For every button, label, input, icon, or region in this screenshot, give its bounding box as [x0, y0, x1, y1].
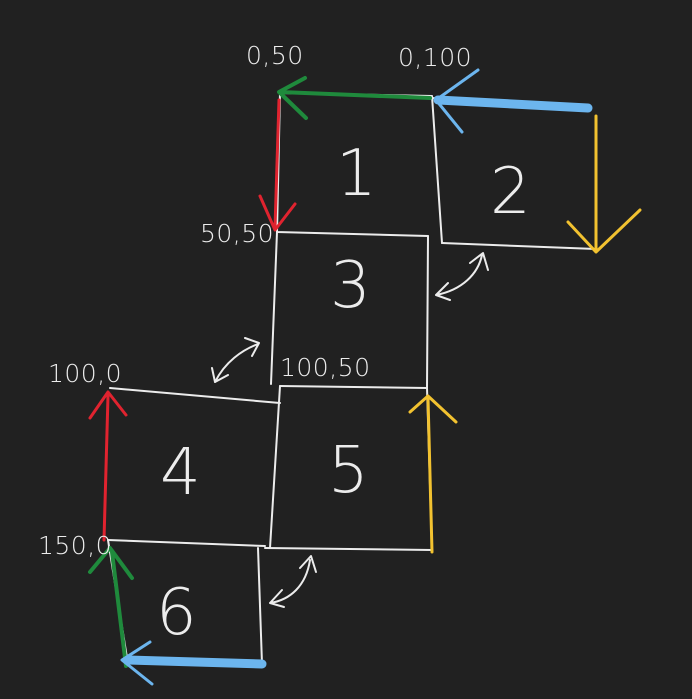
yellow-arrow-face-5 [408, 394, 458, 554]
coord-label-100-0: 100,0 [48, 359, 122, 388]
curved-arrow-5-6 [269, 555, 317, 608]
face-number-5: 5 [328, 434, 369, 508]
face-number-1: 1 [336, 137, 377, 211]
coordinate-labels: 0,50 0,100 50,50 100,50 100,0 150,0 [38, 41, 472, 560]
face-number-4: 4 [160, 436, 201, 510]
red-arrow-face-4 [88, 390, 128, 542]
blue-arrowhead-face-2 [434, 68, 480, 134]
yellow-arrow-face-2 [566, 114, 642, 254]
face-numbers: 1 2 3 4 5 6 [156, 137, 531, 650]
edge-arrows [88, 68, 642, 686]
face-number-2: 2 [490, 155, 531, 229]
curved-arrow-3-4 [211, 337, 260, 383]
coord-label-100-50: 100,50 [280, 353, 370, 382]
outline-face-4 [107, 385, 281, 549]
curved-arrow-2-3 [435, 252, 489, 301]
coord-label-150-0: 150,0 [38, 531, 112, 560]
green-arrow-face-6 [88, 546, 134, 668]
rotation-arrows [211, 252, 489, 608]
face-number-6: 6 [156, 576, 197, 650]
blue-arrow-face-6 [123, 655, 267, 669]
coord-label-0-100: 0,100 [398, 43, 472, 72]
red-arrow-face-1 [258, 98, 297, 232]
face-number-3: 3 [330, 249, 371, 323]
blue-arrow-face-2 [433, 95, 593, 113]
green-arrow-face-1 [277, 76, 432, 120]
coord-label-0-50: 0,50 [246, 41, 304, 70]
coord-label-50-50: 50,50 [200, 219, 274, 248]
blue-arrowhead-face-6 [120, 640, 154, 686]
outline-face-3 [270, 231, 429, 389]
